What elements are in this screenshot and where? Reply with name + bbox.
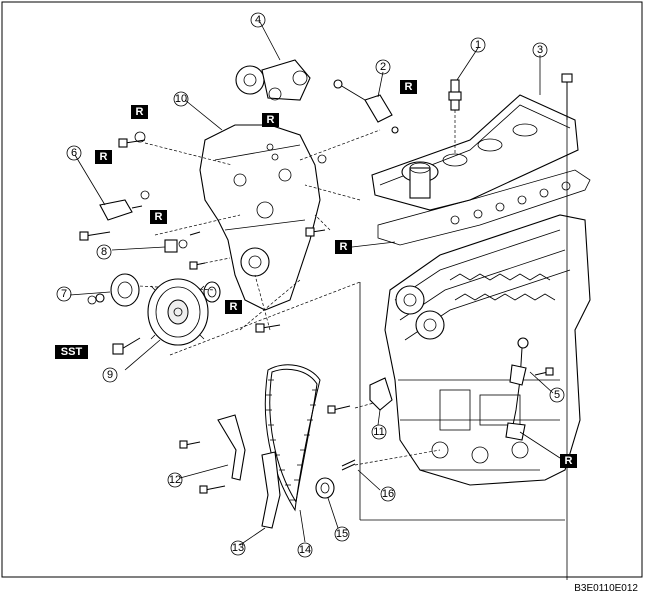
svg-text:R: R	[136, 106, 144, 118]
replace-badge: R	[150, 210, 167, 224]
part-6-sensor	[74, 154, 143, 221]
replace-badge: R	[225, 300, 242, 314]
callout-10: 10	[173, 91, 189, 107]
front-cover-oil-seal	[203, 281, 221, 303]
svg-text:R: R	[340, 241, 348, 253]
callouts: 1 2 3 4 5 6 7 8 9 10 11 12 13 14 15 16	[56, 12, 565, 558]
svg-text:R: R	[155, 211, 163, 223]
woodruff-key	[341, 449, 441, 491]
oil-level-gauge	[505, 337, 561, 459]
svg-text:SST: SST	[61, 346, 83, 358]
sst-badge: SST	[55, 345, 88, 359]
svg-text:4: 4	[255, 14, 261, 26]
svg-text:10: 10	[175, 93, 187, 105]
replace-badge: R	[560, 454, 577, 468]
svg-text:6: 6	[71, 147, 77, 159]
callout-5: 5	[549, 387, 565, 403]
callout-11: 11	[371, 424, 387, 440]
callout-9: 9	[102, 367, 118, 383]
chain-guide-13	[199, 451, 281, 546]
svg-text:2: 2	[380, 61, 386, 73]
replace-badge: R	[262, 113, 279, 127]
callout-16: 16	[380, 486, 396, 502]
replace-badge: R	[400, 80, 417, 94]
replace-badge: R	[95, 150, 112, 164]
sensor-2	[333, 71, 399, 134]
drive-belt-tensioner	[235, 21, 311, 101]
crankshaft-sprocket	[315, 477, 339, 529]
callout-13: 13	[230, 540, 246, 556]
callout-15: 15	[334, 526, 350, 542]
part-8-plug	[111, 231, 201, 253]
bolts-left	[79, 138, 326, 333]
replace-badge: R	[131, 105, 148, 119]
svg-text:R: R	[405, 81, 413, 93]
svg-text:R: R	[230, 301, 238, 313]
svg-text:12: 12	[169, 474, 181, 486]
svg-text:R: R	[565, 455, 573, 467]
svg-text:13: 13	[232, 542, 244, 554]
callout-1: 1	[470, 37, 486, 53]
svg-text:7: 7	[61, 288, 67, 300]
callout-7: 7	[56, 286, 72, 302]
svg-text:R: R	[100, 151, 108, 163]
callout-12: 12	[167, 472, 183, 488]
cylinder-head-cover	[371, 94, 579, 211]
cover-gasket	[377, 169, 591, 246]
svg-text:9: 9	[107, 369, 113, 381]
svg-text:15: 15	[336, 528, 348, 540]
chain-guide-11	[327, 377, 393, 426]
svg-text:5: 5	[554, 389, 560, 401]
callout-6: 6	[66, 145, 82, 161]
callout-2: 2	[375, 59, 391, 75]
replace-badge: R	[335, 240, 352, 254]
callout-14: 14	[297, 542, 313, 558]
svg-text:3: 3	[537, 44, 543, 56]
replace-badges: R R R R R R R R	[95, 80, 577, 468]
idler-pulley	[69, 273, 140, 307]
svg-text:14: 14	[299, 544, 311, 556]
svg-text:1: 1	[475, 39, 481, 51]
svg-text:11: 11	[373, 426, 384, 438]
engine-block	[384, 214, 591, 486]
crankshaft-pulley	[112, 278, 209, 371]
o-rings	[134, 131, 327, 200]
svg-text:16: 16	[382, 488, 394, 500]
bolt-top-right	[539, 55, 573, 580]
callout-3: 3	[532, 42, 548, 58]
callout-8: 8	[96, 244, 112, 260]
spark-plug	[448, 47, 479, 155]
tensioner-arm	[179, 414, 246, 481]
engine-front-cover	[184, 99, 321, 311]
figure-frame	[1, 1, 643, 578]
svg-text:R: R	[267, 114, 275, 126]
timing-chain	[264, 364, 321, 543]
callout-4: 4	[250, 12, 266, 28]
svg-text:8: 8	[101, 246, 107, 258]
figure-code: B3E0110E012	[574, 583, 638, 594]
